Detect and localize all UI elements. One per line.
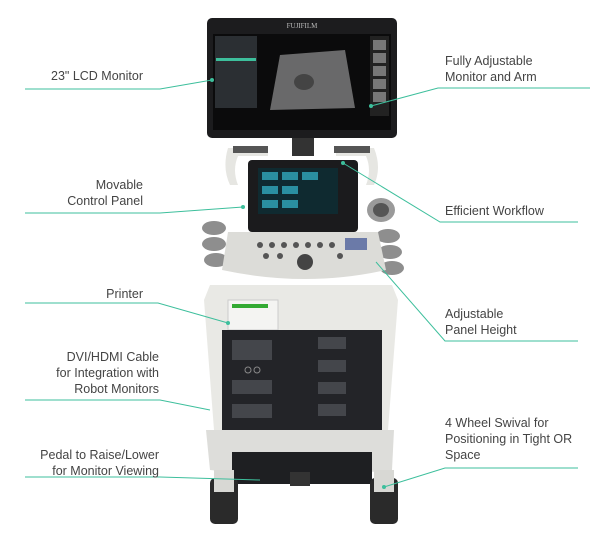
- callout-pedal: Pedal to Raise/Lower for Monitor Viewing: [40, 447, 159, 479]
- callout-text: Robot Monitors: [74, 382, 159, 396]
- callout-workflow: Efficient Workflow: [445, 203, 544, 219]
- callout-printer: Printer: [106, 286, 143, 302]
- brand-logo: FUJIFILM: [287, 22, 319, 30]
- callout-text: 4 Wheel Swival for: [445, 416, 549, 430]
- callout-text: Movable: [95, 178, 143, 192]
- callout-text: Fully Adjustable: [445, 54, 533, 68]
- callout-panel-height: Adjustable Panel Height: [445, 306, 517, 338]
- callout-text: Panel Height: [445, 323, 517, 337]
- callout-text: Space: [445, 448, 481, 462]
- callout-monitor-arm: Fully Adjustable Monitor and Arm: [445, 53, 537, 85]
- callout-text: Control Panel: [67, 194, 143, 208]
- callout-control-panel: Movable Control Panel: [67, 177, 143, 209]
- callout-text: Printer: [106, 287, 143, 301]
- callout-text: for Integration with: [56, 366, 159, 380]
- callout-wheels: 4 Wheel Swival for Positioning in Tight …: [445, 415, 572, 463]
- callout-text: DVI/HDMI Cable: [66, 350, 159, 364]
- callout-text: Pedal to Raise/Lower: [40, 448, 159, 462]
- lcd-monitor: FUJIFILM: [207, 18, 397, 138]
- callout-lines: [25, 79, 590, 488]
- callout-text: for Monitor Viewing: [52, 464, 159, 478]
- callout-text: Adjustable: [445, 307, 504, 321]
- callout-text: Positioning in Tight OR: [445, 432, 573, 446]
- callout-text: Efficient Workflow: [445, 204, 544, 218]
- callout-dvi-hdmi: DVI/HDMI Cable for Integration with Robo…: [56, 349, 159, 397]
- callout-text: Monitor and Arm: [445, 70, 537, 84]
- callout-text: 23" LCD Monitor: [51, 69, 143, 83]
- callout-lcd-monitor: 23" LCD Monitor: [51, 68, 143, 84]
